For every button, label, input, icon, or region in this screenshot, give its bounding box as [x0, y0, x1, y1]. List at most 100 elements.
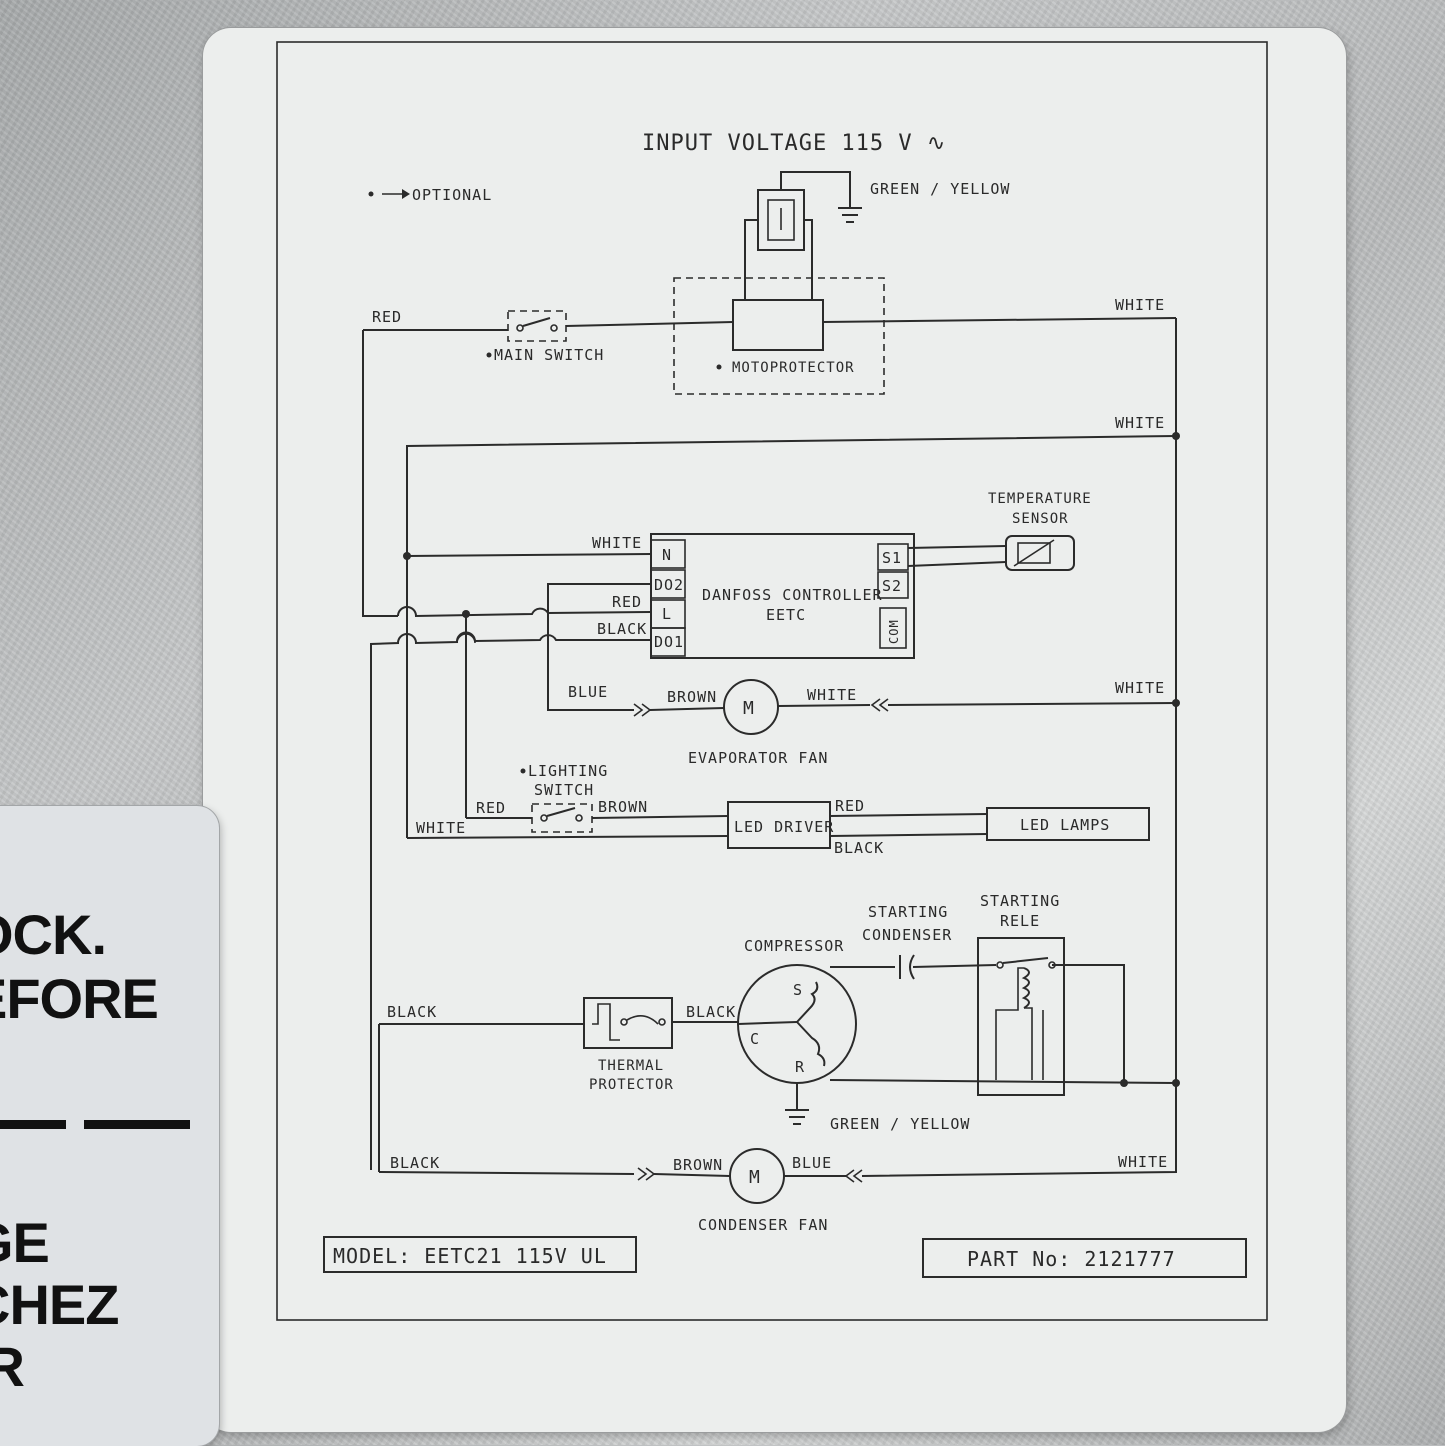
- terminal-do1-box: [650, 627, 686, 657]
- wire-label-black-ddi: BLACK: [597, 620, 647, 638]
- white-evap-wire: [777, 704, 871, 707]
- motoprotector-relay: [732, 299, 824, 351]
- starting-condenser-plate-2: [909, 954, 915, 980]
- wire-label-brown-lighting: BROWN: [598, 798, 648, 816]
- motoprotector-box: [673, 277, 885, 395]
- terminal-do2: DO2: [654, 576, 684, 594]
- lighting-switch-optional-dot: [520, 768, 526, 774]
- compressor-r-return-wire: [829, 1079, 1177, 1084]
- compressor-c-lead: [737, 1021, 798, 1025]
- condenser-fan-label: CONDENSER FAN: [698, 1216, 828, 1234]
- wire-label-black-comp-left: BLACK: [387, 1003, 437, 1021]
- warning-dash-1: [0, 1120, 66, 1129]
- blue-do2-wire: [547, 583, 651, 711]
- thermal-protector-contact-2: [658, 1018, 666, 1026]
- compressor-s-winding: [796, 981, 819, 1023]
- junction-1124: [1120, 1079, 1128, 1087]
- main-switch-label: MAIN SWITCH: [494, 346, 604, 364]
- model-box: [323, 1236, 637, 1273]
- warning-line-4: CHEZ: [0, 1273, 119, 1336]
- warning-line-1: OCK.: [0, 903, 107, 966]
- ground-wire-top: [780, 171, 851, 208]
- diagram-border: [276, 41, 1268, 1321]
- terminal-l: L: [662, 605, 672, 623]
- terminal-com-box: [879, 607, 907, 649]
- brown-cond-wire: [653, 1173, 731, 1177]
- white-bus-wire: [406, 435, 1177, 838]
- compressor-c: C: [750, 1030, 760, 1048]
- black-led-wire: [829, 833, 988, 837]
- thermal-protector-label-2: PROTECTOR: [589, 1077, 674, 1093]
- temperature-sensor-slash: [1013, 539, 1055, 567]
- evaporator-fan-motor: [723, 679, 779, 735]
- model-label: MODEL: EETC21 115V UL: [333, 1244, 607, 1268]
- wire-label-red-led: RED: [835, 797, 865, 815]
- wire-label-red-l: RED: [612, 593, 642, 611]
- terminal-s2-box: [877, 571, 909, 599]
- main-switch-contact-2: [550, 324, 558, 332]
- temperature-sensor-label-2: SENSOR: [1012, 511, 1069, 527]
- terminal-com: COM: [887, 619, 901, 644]
- plug-inner: [767, 199, 795, 241]
- lighting-switch-label-1: LIGHTING: [528, 762, 608, 780]
- cond-arrow-right-1: [844, 1169, 855, 1183]
- wire-label-black-cond: BLACK: [390, 1154, 440, 1172]
- warning-dash-2: [84, 1120, 190, 1129]
- wire-label-blue-cond: BLUE: [792, 1154, 832, 1172]
- wire-label-white-lighting: WHITE: [416, 819, 466, 837]
- main-switch-contact-1: [516, 324, 524, 332]
- rele-right-wire: [1052, 964, 1125, 1083]
- thermal-protector-blade: [626, 1015, 659, 1025]
- wire-label-white-n: WHITE: [592, 534, 642, 552]
- warning-line-2: EFORE: [0, 967, 159, 1030]
- lighting-switch-blade: [546, 807, 576, 817]
- black-do1-wire: [370, 631, 651, 1170]
- evap-arrow-right-1: [870, 698, 881, 712]
- starting-rele-label-1: STARTING: [980, 892, 1060, 910]
- red-l-wire: [397, 606, 652, 618]
- lighting-switch-label-2: SWITCH: [534, 781, 594, 799]
- wire-label-red-main: RED: [372, 308, 402, 326]
- evaporator-fan-label: EVAPORATOR FAN: [688, 749, 828, 767]
- optional-legend: OPTIONAL: [412, 186, 492, 204]
- starting-rele-label-2: RELE: [1000, 912, 1040, 930]
- optional-arrow-head: [402, 189, 410, 199]
- thermal-protector-element: [592, 1003, 620, 1041]
- sensor-wire-1: [907, 545, 1007, 549]
- motoprotector-optional-dot: [716, 364, 722, 370]
- wire-label-red-lighting: RED: [476, 799, 506, 817]
- white-evap-right-wire: [887, 702, 1177, 706]
- evap-arrow-right-2: [878, 698, 889, 712]
- cond-arrow-left-1: [637, 1167, 648, 1181]
- starting-condenser-label-1: STARTING: [868, 903, 948, 921]
- wire-label-white-main: WHITE: [1115, 296, 1165, 314]
- temperature-sensor-body: [1005, 535, 1075, 571]
- red-led-wire: [829, 813, 988, 817]
- evaporator-fan-m: M: [743, 698, 755, 719]
- wire-label-white-evap: WHITE: [807, 686, 857, 704]
- lighting-switch-contact-1: [540, 814, 548, 822]
- compressor-r-winding: [796, 1021, 826, 1067]
- ground-label-top: GREEN / YELLOW: [870, 180, 1010, 198]
- white-lighting-wire: [406, 835, 729, 839]
- rele-coil-lead-1: [995, 967, 1024, 1080]
- led-driver-box: [727, 801, 831, 849]
- led-driver-label: LED DRIVER: [734, 818, 834, 836]
- red-main-left-wire: [362, 330, 398, 617]
- main-switch-blade: [522, 317, 551, 327]
- white-main-wire: [822, 317, 1177, 323]
- thermal-protector-contact-1: [620, 1018, 628, 1026]
- evap-arrow-left-1: [633, 703, 644, 717]
- junction-466: [462, 610, 470, 618]
- controller-label-2: EETC: [766, 606, 806, 624]
- sensor-wire-2: [907, 561, 1007, 567]
- cond-arrow-right-2: [852, 1169, 863, 1183]
- main-switch-optional-dot: [486, 352, 492, 358]
- starting-condenser-label-2: CONDENSER: [862, 926, 952, 944]
- brown-evap-wire: [649, 707, 725, 711]
- part-number-box: [922, 1238, 1247, 1278]
- wire-label-brown-evap: BROWN: [667, 688, 717, 706]
- thermal-protector-label-1: THERMAL: [598, 1058, 664, 1074]
- terminal-s1-box: [877, 543, 909, 571]
